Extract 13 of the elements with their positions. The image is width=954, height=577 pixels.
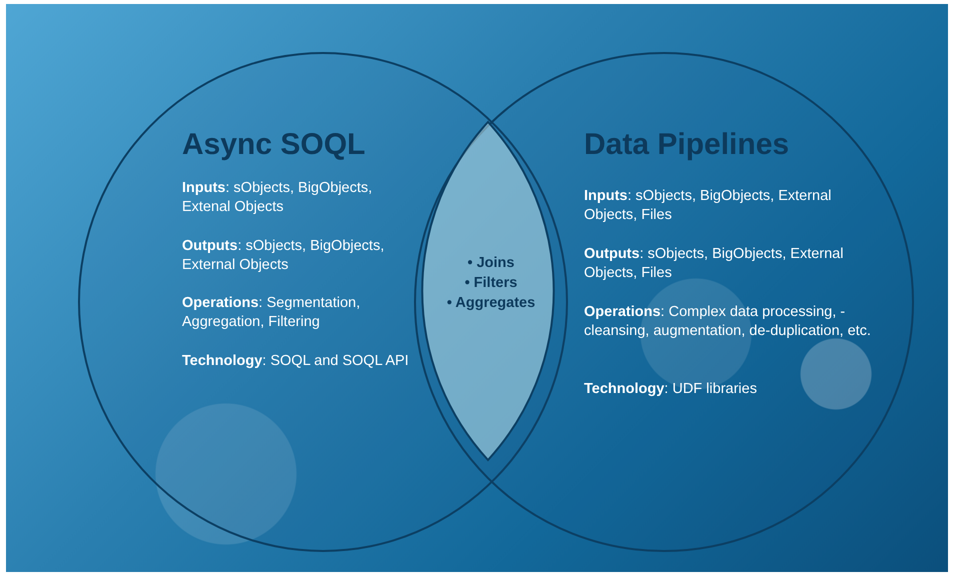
description-text: Inputs: sObjects, BigObjects, Extenal Objects [182,179,374,217]
description-text: Inputs: sObjects, BigObjects, External Objects, Files [584,187,832,225]
description-text: Operations: Complex data processing, - cleansing, augmentation, de-duplication, etc. [584,303,872,341]
list-item: • Joins [466,254,516,273]
list-item: • Aggregates [446,294,536,313]
description-text: Technology: SOQL and SOQL API [182,352,410,371]
circle-heading: Async SOQL [182,128,366,162]
description-text: Technology: UDF libraries [584,380,758,399]
circle-heading: Data Pipelines [584,128,790,162]
description-text: Outputs: sObjects, BigObjects, External Objects, Files [584,245,844,283]
description-text: Operations: Segmentation, Aggregation, Filtering [182,294,362,332]
description-text: Outputs: sObjects, BigObjects, External Objects [182,237,386,275]
list-item: • Filters [464,274,518,293]
